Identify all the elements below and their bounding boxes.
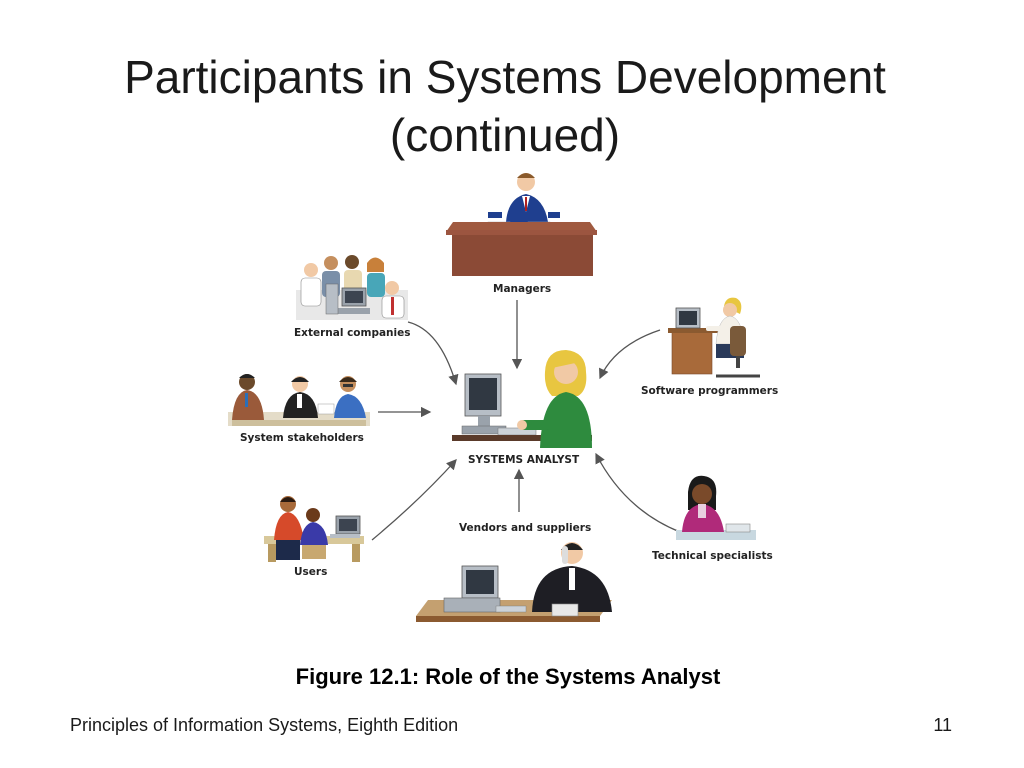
users-illustration	[264, 496, 364, 562]
label-users: Users	[294, 566, 327, 578]
label-systems-analyst: SYSTEMS ANALYST	[468, 454, 580, 466]
managers-illustration	[446, 173, 597, 276]
systems-analyst-illustration	[452, 350, 592, 448]
arrow-external-companies	[407, 321, 459, 386]
external-companies-illustration	[296, 255, 408, 320]
label-external-companies: External companies	[294, 327, 411, 339]
connector-arrows	[371, 300, 681, 541]
footer-book-title: Principles of Information Systems, Eight…	[70, 715, 459, 735]
figure-caption: Figure 12.1: Role of the Systems Analyst	[295, 664, 721, 689]
slide-title-line-2: (continued)	[389, 109, 621, 161]
vendors-suppliers-illustration	[416, 542, 612, 622]
arrow-software-programmers	[599, 329, 661, 380]
arrow-technical-specialists	[595, 452, 681, 533]
slide-title: Participants in Systems Development (con…	[0, 48, 1010, 164]
system-stakeholders-illustration	[228, 374, 370, 426]
slide-title-line-1: Participants in Systems Development	[124, 51, 886, 103]
page-number: 11	[933, 715, 952, 735]
label-system-stakeholders: System stakeholders	[240, 432, 364, 444]
label-technical-specialists: Technical specialists	[652, 550, 773, 562]
label-vendors-suppliers: Vendors and suppliers	[459, 522, 591, 534]
technical-specialists-illustration	[676, 475, 756, 540]
software-programmers-illustration	[668, 297, 760, 378]
label-managers: Managers	[493, 283, 551, 295]
arrow-users	[371, 459, 457, 541]
label-software-programmers: Software programmers	[641, 385, 778, 397]
